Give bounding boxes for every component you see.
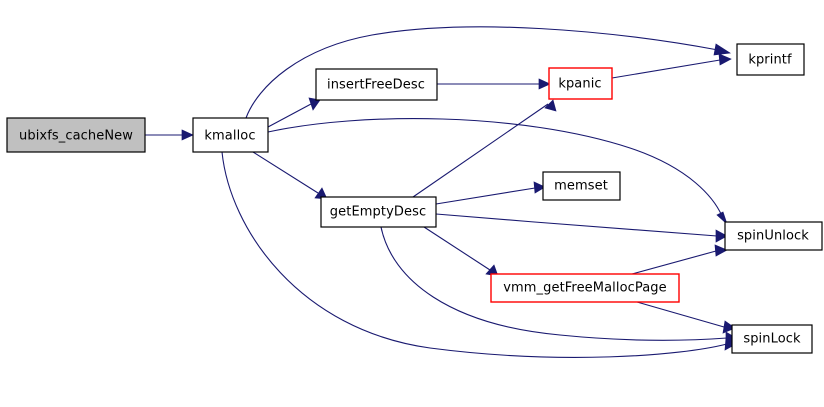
node-label-insertfreedesc: insertFreeDesc: [327, 78, 425, 93]
node-ubixfs-cachenew[interactable]: ubixfs_cacheNew: [6, 117, 146, 153]
node-vmm-getfreemallocpage[interactable]: vmm_getFreeMallocPage: [490, 273, 680, 303]
edge-vmm_getFreeMallocPage-to-spinUnlock: [631, 244, 728, 275]
edge-vmm_getFreeMallocPage-to-spinLock: [636, 301, 736, 334]
edge-kpanic-to-kprintf: [611, 53, 732, 79]
edge-getEmptyDesc-to-vmm_getFreeMallocPage: [423, 226, 499, 277]
edge-kmalloc-to-spinUnlock: [267, 118, 728, 226]
node-kpanic[interactable]: kpanic: [548, 67, 613, 100]
node-getemptydesc[interactable]: getEmptyDesc: [320, 196, 437, 228]
node-label-kpanic: kpanic: [558, 77, 601, 92]
node-layer: ubixfs_cacheNew kmalloc insertFreeDesc k…: [6, 43, 823, 354]
node-insertfreedesc[interactable]: insertFreeDesc: [315, 68, 438, 101]
edge-kmalloc-to-kprintf: [245, 26, 732, 119]
edge-layer: [145, 26, 737, 358]
edge-kmalloc-to-getEmptyDesc: [252, 151, 328, 200]
node-label-ubixfs-cachenew: ubixfs_cacheNew: [19, 129, 133, 144]
edge-getEmptyDesc-to-spinLock: [380, 226, 737, 345]
edge-getEmptyDesc-to-spinUnlock: [435, 213, 728, 243]
edge-kmalloc-to-insertFreeDesc: [267, 97, 321, 128]
node-label-vmm-getfreemallocpage: vmm_getFreeMallocPage: [503, 281, 667, 296]
node-label-spinlock: spinLock: [743, 332, 801, 347]
edge-getEmptyDesc-to-memset: [435, 181, 546, 205]
edge-kmalloc-to-spinLock: [221, 151, 737, 358]
node-label-memset: memset: [554, 179, 608, 194]
node-spinlock[interactable]: spinLock: [731, 324, 813, 354]
node-kmalloc[interactable]: kmalloc: [192, 117, 269, 153]
edge-getEmptyDesc-to-kpanic: [412, 99, 557, 198]
node-label-getemptydesc: getEmptyDesc: [330, 205, 426, 220]
edge-ubixfs_cacheNew-to-kmalloc: [145, 129, 194, 141]
node-label-kmalloc: kmalloc: [204, 129, 255, 144]
node-memset[interactable]: memset: [542, 171, 621, 201]
node-kprintf[interactable]: kprintf: [736, 43, 805, 76]
node-label-kprintf: kprintf: [748, 53, 792, 68]
node-spinunlock[interactable]: spinUnlock: [724, 221, 823, 251]
node-label-spinunlock: spinUnlock: [737, 229, 809, 244]
edge-insertFreeDesc-to-kpanic: [437, 78, 551, 90]
